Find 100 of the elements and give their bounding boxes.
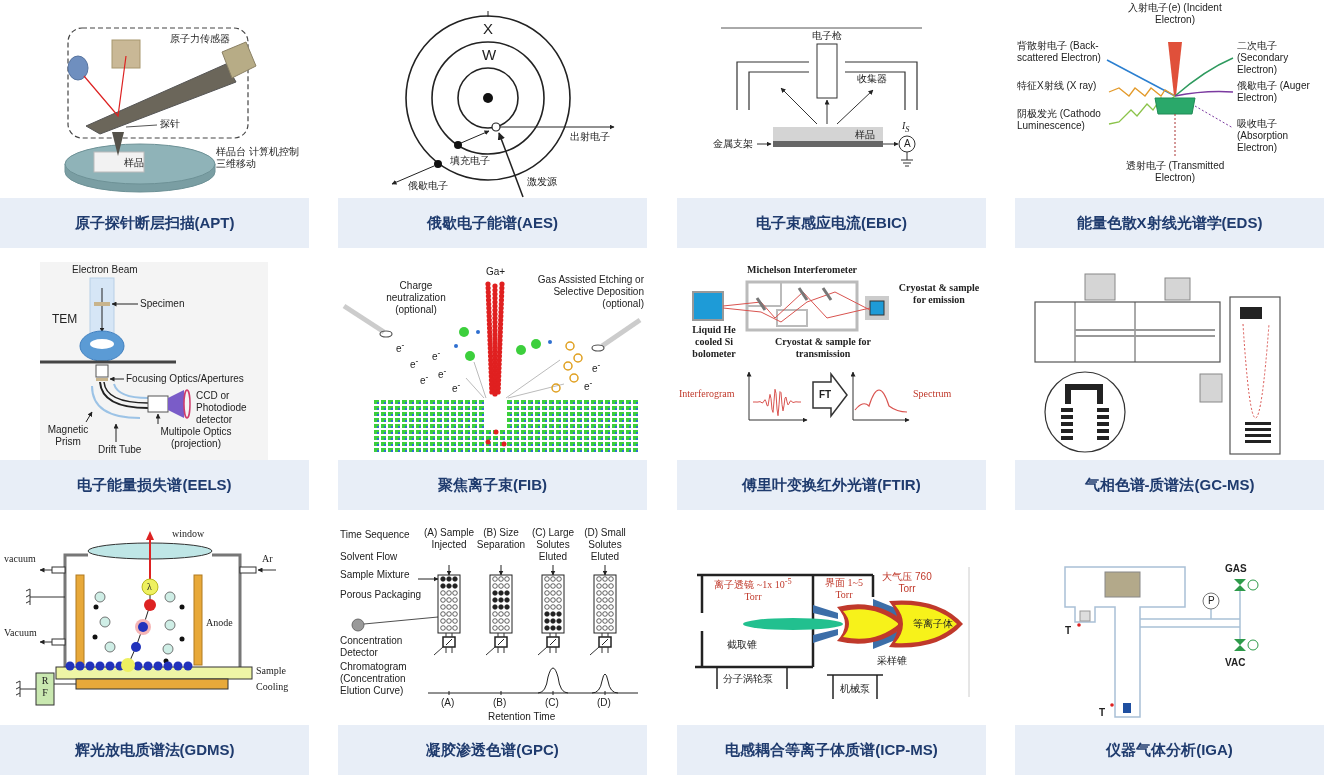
annotation-label: X: [483, 20, 493, 38]
annotation-label: 俄歇电子: [408, 180, 448, 192]
annotation-label: P: [1208, 595, 1215, 607]
annotation-label: 大气压 760 Torr: [881, 571, 933, 595]
annotation-label: 填充电子: [450, 155, 490, 167]
card-caption: 傅里叶变换红外光谱(FTIR): [677, 460, 986, 510]
annotation-label: 出射电子: [570, 131, 610, 143]
method-card: [0, 262, 309, 510]
card-caption: 仪器气体分析(IGA): [1015, 725, 1324, 775]
annotation-label: e$^{-}$: [438, 366, 447, 382]
annotation-label: Specimen: [140, 298, 185, 310]
annotation-label: Gas Assisted Etching or Selective Deposition (optional): [536, 274, 644, 310]
annotation-label: 吸收电子 (Absorption Electron): [1237, 118, 1290, 154]
annotation-label: Michelson Interferometer: [747, 264, 858, 276]
annotation-label: e$^{-}$: [452, 380, 461, 396]
annotation-label: R F: [40, 675, 50, 699]
annotation-label: 离子透镜 ~1x 10$^{-5}$ Torr: [713, 577, 793, 604]
annotation-label: 样品: [124, 157, 144, 169]
annotation-label: 分子涡轮泵: [723, 673, 773, 685]
card-caption: 辉光放电质谱法(GDMS): [0, 725, 309, 775]
annotation-label: Cooling: [256, 681, 289, 693]
card-caption: 俄歇电子能谱(AES): [338, 198, 647, 248]
annotation-label: (D): [597, 697, 611, 709]
card-caption: 凝胶渗透色谱(GPC): [338, 725, 647, 775]
card-caption: 电子能量损失谱(EELS): [0, 460, 309, 510]
annotation-label: 采样锥: [877, 655, 907, 667]
annotation-label: CCD or Photodiode detector: [196, 390, 248, 426]
annotation-label: 二次电子 (Secondary Electron): [1237, 40, 1290, 76]
annotation-label: Multipole Optics (projection): [159, 426, 233, 450]
annotation-label: Cryostat & sample for emission: [897, 282, 981, 306]
annotation-label: Magnetic Prism: [46, 424, 90, 448]
annotation-label: e$^{-}$: [584, 378, 593, 394]
annotation-label: 收集器: [857, 73, 887, 85]
annotation-label: Concentration Detector: [340, 635, 404, 659]
annotation-label: Drift Tube: [98, 444, 142, 456]
annotation-label: Anode: [206, 617, 233, 629]
annotation-label: Cryostat & sample for transmission: [774, 336, 872, 360]
annotation-label: W: [482, 46, 497, 64]
annotation-label: Liquid He cooled Si bolometer: [691, 324, 737, 360]
card-caption: 电感耦合等离子体质谱(ICP-MS): [677, 725, 986, 775]
annotation-label: Ga+: [486, 266, 506, 278]
annotation-label: T: [1099, 707, 1106, 719]
card-caption: 电子束感应电流(EBIC): [677, 198, 986, 248]
card-caption: 能量色散X射线光谱学(EDS): [1015, 198, 1324, 248]
annotation-label: T: [1065, 625, 1072, 637]
annotation-label: (B) Size Separation: [476, 527, 526, 551]
card-caption: 聚焦离子束(FIB): [338, 460, 647, 510]
annotation-label: Ar: [262, 553, 273, 565]
annotation-label: 特征X射线 (X ray): [1017, 80, 1098, 92]
annotation-label: A: [904, 138, 911, 150]
annotation-label: (A) Sample Injected: [424, 527, 474, 551]
annotation-label: 入射电子(e) (Incident Electron): [1127, 2, 1223, 26]
annotation-label: Interferogram: [679, 388, 735, 400]
annotation-label: 探针: [160, 118, 180, 130]
annotation-label: (A): [441, 697, 455, 709]
annotation-label: (C) Large Solutes Eluted: [530, 527, 576, 563]
annotation-label: Retention Time: [488, 711, 556, 723]
annotation-label: FT: [819, 389, 832, 401]
annotation-label: 原子力传感器: [170, 33, 230, 45]
annotation-label: 背散射电子 (Back-scattered Electron): [1017, 40, 1102, 64]
card-caption: 原子探针断层扫描(APT): [0, 198, 309, 248]
annotation-label: 阴极发光 (Cathodo Luminescence): [1017, 108, 1102, 132]
card-caption: 气相色谱-质谱法(GC-MS): [1015, 460, 1324, 510]
annotation-label: Time Sequence: [340, 529, 411, 541]
annotation-label: Spectrum: [913, 388, 952, 400]
annotation-label: Porous Packaging: [340, 589, 423, 601]
annotation-label: 金属支架: [713, 138, 753, 150]
annotation-label: Chromatogram (Concentration Elution Curve): [340, 661, 408, 697]
annotation-label: 电子枪: [812, 30, 842, 42]
annotation-label: 激发源: [527, 176, 557, 188]
annotation-label: Vacuum: [4, 627, 37, 639]
annotation-label: 截取锥: [727, 639, 757, 651]
annotation-label: e$^{-}$: [396, 340, 405, 356]
annotation-label: e$^{-}$: [410, 356, 419, 372]
annotation-label: e$^{-}$: [420, 372, 429, 388]
annotation-label: 等离子体: [913, 618, 953, 630]
annotation-label: 透射电子 (Transmitted Electron): [1124, 160, 1226, 184]
annotation-label: Sample: [256, 665, 286, 677]
annotation-label: 样品: [855, 129, 875, 141]
annotation-label: GAS: [1225, 563, 1247, 575]
annotation-label: I$_{S}$: [902, 120, 910, 135]
annotation-label: Focusing Optics/Apertures: [126, 373, 244, 385]
annotation-label: e$^{-}$: [432, 348, 441, 364]
annotation-label: vacuum: [4, 553, 36, 565]
annotation-label: 机械泵: [840, 683, 870, 695]
annotation-label: window: [172, 528, 205, 540]
annotation-label: 界面 1~5 Torr: [824, 577, 864, 601]
annotation-label: 俄歇电子 (Auger Electron): [1237, 80, 1311, 104]
annotation-label: e$^{-}$: [592, 360, 601, 376]
annotation-label: Solvent Flow: [340, 551, 399, 563]
annotation-label: TEM: [52, 312, 78, 327]
annotation-label: Electron Beam: [72, 264, 138, 276]
annotation-label: VAC: [1225, 657, 1246, 669]
annotation-label: (C): [545, 697, 559, 709]
annotation-label: Sample Mixture: [340, 569, 411, 581]
annotation-label: Charge neutralization (optional): [385, 280, 447, 316]
annotation-label: (D) Small Solutes Eluted: [583, 527, 627, 563]
annotation-label: (B): [493, 697, 507, 709]
annotation-label: λ: [147, 581, 152, 593]
annotation-label: 样品台 计算机控制三维移动: [216, 146, 300, 170]
